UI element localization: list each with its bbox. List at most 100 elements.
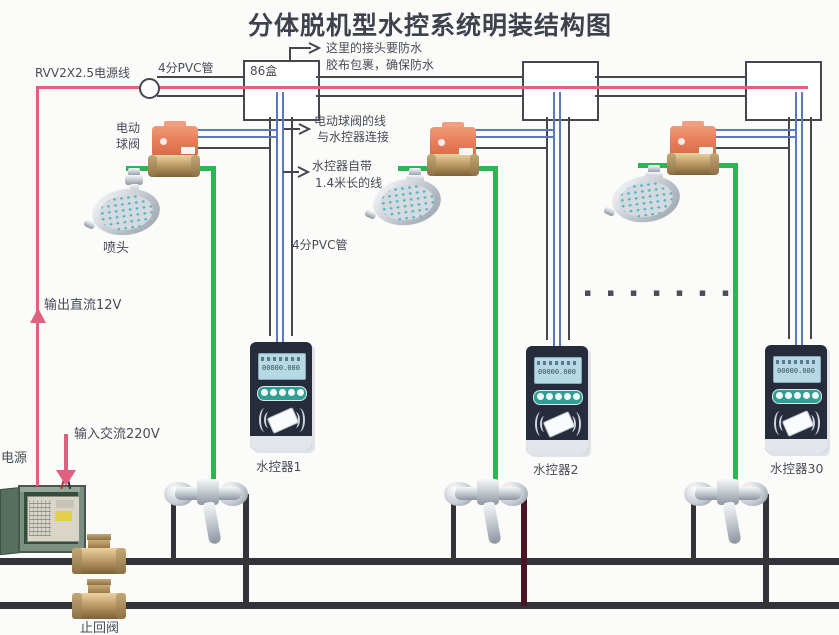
arrow-ctrl-wire bbox=[297, 166, 310, 178]
keypad-button bbox=[546, 393, 553, 400]
signal-wire bbox=[282, 92, 284, 352]
rfid-card bbox=[266, 407, 300, 434]
controller-label: 水控器30 bbox=[770, 461, 824, 476]
pvc-conduit-top-wall bbox=[157, 76, 243, 78]
valve-signal-wire bbox=[196, 129, 276, 131]
diagram-title: 分体脱机型水控系统明装结构图 bbox=[247, 11, 612, 40]
keypad-button bbox=[297, 389, 304, 396]
pvc-conduit-wall bbox=[546, 117, 548, 340]
label-pvc-top: 4分PVC管 bbox=[158, 61, 214, 75]
keypad-button bbox=[261, 389, 268, 396]
valve-actuator-tab bbox=[442, 122, 464, 130]
keypad-button bbox=[279, 389, 286, 396]
signal-wire bbox=[276, 92, 278, 352]
valve-signal-wire bbox=[714, 136, 795, 138]
valve-brass-cap bbox=[667, 153, 676, 175]
valve-label-sticker bbox=[459, 148, 473, 155]
faucet-stub-left bbox=[171, 498, 176, 562]
keypad-button bbox=[573, 393, 580, 400]
valve-brass-cap bbox=[427, 154, 436, 176]
rfid-arc-left bbox=[535, 412, 547, 436]
valve-brass-cap bbox=[148, 155, 157, 177]
ac-input-line bbox=[64, 434, 68, 472]
label-power-line: RVV2X2.5电源线 bbox=[35, 66, 131, 80]
controller-lcd-row bbox=[537, 361, 577, 365]
controller-bottom-cap bbox=[526, 440, 588, 454]
leader-ctrl-wire bbox=[283, 171, 299, 173]
rfid-card bbox=[542, 411, 576, 438]
cabinet-top bbox=[20, 487, 80, 492]
valve-label-sticker bbox=[181, 147, 195, 154]
rfid-arc-right bbox=[806, 415, 815, 431]
psu-vent-grid bbox=[29, 500, 51, 536]
psu-sticker bbox=[55, 511, 72, 521]
faucet-block bbox=[717, 479, 739, 505]
controller-lcd-digits: 00000.000 bbox=[538, 368, 576, 376]
keypad-button bbox=[270, 389, 277, 396]
signal-wire bbox=[553, 92, 555, 356]
rfid-arc-right bbox=[567, 416, 576, 432]
power-supply-cabinet bbox=[0, 475, 90, 558]
leader-valve-wire bbox=[284, 128, 300, 130]
valve-signal-wire bbox=[714, 129, 795, 131]
valve-actuator-tab bbox=[682, 121, 704, 129]
signal-wire bbox=[559, 92, 561, 356]
controller-lcd-digits: 00000.000 bbox=[262, 364, 300, 372]
rfid-arc-left bbox=[779, 415, 788, 431]
pvc-conduit-wall bbox=[269, 117, 271, 336]
valve-signal-wire bbox=[196, 136, 276, 138]
valve-brass-body bbox=[148, 155, 200, 177]
valve-brass-cap bbox=[710, 153, 719, 175]
valve-actuator-tab bbox=[164, 121, 186, 129]
shower-stem bbox=[128, 168, 140, 176]
pvc-conduit-top-wall bbox=[157, 95, 243, 97]
arrow-valve-wire bbox=[298, 123, 311, 135]
tee-stub-cap bbox=[87, 579, 111, 585]
controller-lead-wire bbox=[474, 147, 546, 149]
label-pvc-mid: 4分PVC管 bbox=[292, 238, 348, 252]
faucet-stub-right bbox=[521, 494, 527, 606]
label-dc-out: 输出直流12V bbox=[44, 298, 122, 313]
repetition-ellipsis: ▪ ▪ ▪ ▪ ▪ ▪ ▪ bbox=[584, 286, 736, 299]
label-shower: 喷头 bbox=[103, 241, 130, 256]
valve-label-sticker bbox=[699, 147, 713, 154]
water-controller: 00000.000 bbox=[526, 346, 588, 454]
keypad-button bbox=[564, 393, 571, 400]
rfid-arc-right bbox=[293, 408, 305, 432]
keypad-button bbox=[537, 393, 544, 400]
label-power-supply: 电源 bbox=[1, 451, 28, 466]
tee-cap-right bbox=[116, 593, 126, 619]
label-waterproof-2: 胶布包裹，确保防水 bbox=[326, 58, 435, 72]
faucet-block bbox=[477, 479, 499, 505]
controller-lcd-row bbox=[261, 357, 301, 361]
pvc-conduit-wall bbox=[568, 117, 570, 340]
faucet-mixer bbox=[164, 474, 252, 548]
signal-wire bbox=[795, 92, 797, 355]
label-junction-box: 86盒 bbox=[250, 64, 278, 78]
label-ball-valve-1: 电动 bbox=[116, 121, 141, 135]
pvc-conduit-top-wall bbox=[316, 95, 522, 97]
tee-cap-left bbox=[72, 548, 82, 574]
keypad-button bbox=[794, 392, 801, 399]
leader-waterproof-h bbox=[289, 47, 311, 49]
water-pipe-vertical bbox=[733, 163, 738, 490]
water-main-lower bbox=[0, 602, 839, 609]
junction-box bbox=[243, 60, 320, 121]
controller-label: 水控器2 bbox=[533, 462, 579, 477]
faucet-handle bbox=[202, 501, 222, 545]
check-valve-tee bbox=[72, 534, 126, 576]
faucet-stub-right bbox=[243, 494, 249, 606]
label-ball-valve-2: 球阀 bbox=[116, 137, 141, 151]
faucet-mixer bbox=[684, 474, 772, 548]
rfid-arc-left bbox=[264, 412, 273, 428]
water-pipe-vertical bbox=[211, 166, 216, 490]
conduit-entry-ring bbox=[139, 78, 160, 99]
water-controller: 00000.000 bbox=[250, 342, 312, 450]
faucet-stub-right bbox=[763, 494, 769, 606]
shower-stem bbox=[125, 175, 143, 185]
keypad-button bbox=[785, 392, 792, 399]
water-main-upper bbox=[0, 558, 839, 565]
controller-bottom-cap bbox=[765, 439, 827, 453]
faucet-handle bbox=[482, 501, 502, 545]
